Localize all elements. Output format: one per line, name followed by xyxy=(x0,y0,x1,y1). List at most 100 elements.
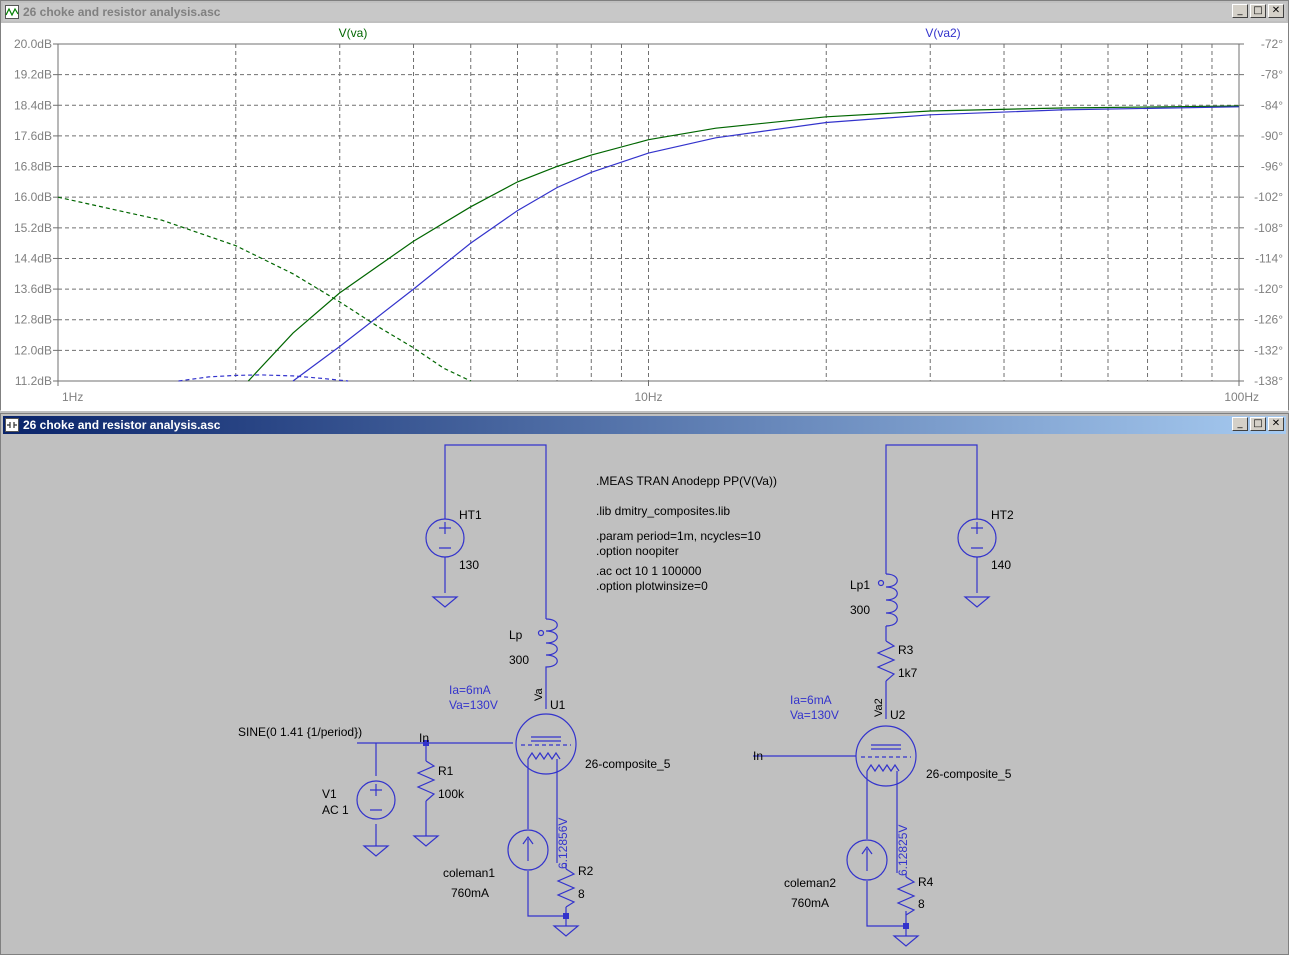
r2-value[interactable]: 8 xyxy=(578,887,585,901)
schematic-window-titlebar[interactable]: 26 choke and resistor analysis.asc _ □ ✕ xyxy=(3,416,1286,434)
u2-model[interactable]: 26-composite_5 xyxy=(926,767,1012,781)
u2-triode-tube[interactable] xyxy=(855,725,917,791)
directive-meas[interactable]: .MEAS TRAN Anodepp PP(V(Va)) xyxy=(596,474,777,488)
sine-source-spec[interactable]: SINE(0 1.41 {1/period}) xyxy=(238,725,362,739)
trace-vva2-magnitude xyxy=(292,106,1240,382)
r2-label[interactable]: R2 xyxy=(578,864,594,878)
right-axis-ticks: -72°-78°-84°-90°-96°-102°-108°-114°-120°… xyxy=(1239,37,1283,388)
r2-node-junction xyxy=(563,913,569,919)
lp-label[interactable]: Lp xyxy=(509,628,523,642)
ht2-voltage-source[interactable] xyxy=(957,518,997,558)
r4-resistor[interactable] xyxy=(896,876,916,916)
ground-r1 xyxy=(412,835,440,847)
r1-label[interactable]: R1 xyxy=(438,764,454,778)
y-left-tick-label: 16.0dB xyxy=(14,190,52,204)
spice-directives: .MEAS TRAN Anodepp PP(V(Va)) .lib dmitry… xyxy=(596,474,777,593)
plot-window[interactable]: 26 choke and resistor analysis.asc _ □ ✕… xyxy=(0,0,1289,411)
u1-bias-annotation-voltage[interactable]: Va=130V xyxy=(449,698,498,712)
u1-bias-annotation-current[interactable]: Ia=6mA xyxy=(449,683,491,697)
lp-inductor[interactable] xyxy=(537,618,558,671)
u1-model[interactable]: 26-composite_5 xyxy=(585,757,671,771)
y-left-tick-label: 16.8dB xyxy=(14,160,52,174)
legend-va[interactable]: V(va) xyxy=(339,26,368,40)
coleman2-current-source[interactable] xyxy=(846,839,888,881)
r1-resistor[interactable] xyxy=(416,760,436,802)
coleman1-current-source[interactable] xyxy=(507,829,549,871)
bode-plot[interactable]: 20.0dB19.2dB18.4dB17.6dB16.8dB16.0dB15.2… xyxy=(1,23,1288,411)
r2-resistor[interactable] xyxy=(556,868,576,908)
y-left-tick-label: 15.2dB xyxy=(14,221,52,235)
u1-triode-tube[interactable] xyxy=(515,713,577,781)
schematic-canvas[interactable]: HT1 130 Lp 300 Va Ia=6mA Va=130V U1 2 xyxy=(3,436,1288,954)
plot-background xyxy=(1,23,1288,411)
net-label-in-1[interactable]: In xyxy=(419,731,429,745)
cathode-voltage-u1[interactable]: 6.12856V xyxy=(556,818,570,869)
u2-label[interactable]: U2 xyxy=(890,708,906,722)
y-right-tick-label: -132° xyxy=(1254,343,1283,357)
coleman1-value[interactable]: 760mA xyxy=(451,886,489,900)
lp1-value[interactable]: 300 xyxy=(850,603,870,617)
maximize-button[interactable]: □ xyxy=(1250,4,1266,18)
ground-v1 xyxy=(362,845,390,857)
y-right-tick-label: -114° xyxy=(1255,251,1283,265)
ground-ht1 xyxy=(431,596,459,608)
minimize-button[interactable]: _ xyxy=(1232,4,1248,18)
minimize-button[interactable]: _ xyxy=(1232,417,1248,431)
r4-value[interactable]: 8 xyxy=(918,897,925,911)
y-right-tick-label: -96° xyxy=(1261,160,1283,174)
net-label-va[interactable]: Va xyxy=(533,687,545,701)
net-label-in-2[interactable]: In xyxy=(753,749,763,763)
lp1-inductor[interactable] xyxy=(877,573,898,627)
y-left-tick-label: 11.2dB xyxy=(15,374,52,388)
v1-value[interactable]: AC 1 xyxy=(322,803,349,817)
coleman2-value[interactable]: 760mA xyxy=(791,896,829,910)
ht2-value[interactable]: 140 xyxy=(991,558,1011,572)
u2-bias-annotation-current[interactable]: Ia=6mA xyxy=(790,693,832,707)
v1-label[interactable]: V1 xyxy=(322,787,337,801)
r3-resistor[interactable] xyxy=(876,640,896,682)
r4-node-junction xyxy=(903,923,909,929)
net-label-va2[interactable]: Va2 xyxy=(873,698,885,717)
x-tick-label: 1Hz xyxy=(62,390,83,404)
y-right-tick-label: -120° xyxy=(1254,282,1283,296)
ground-ht2 xyxy=(963,596,991,608)
schematic-window-title: 26 choke and resistor analysis.asc xyxy=(23,418,221,432)
y-right-tick-label: -126° xyxy=(1254,313,1283,327)
ht1-voltage-source[interactable] xyxy=(425,518,465,558)
schematic-icon xyxy=(5,418,19,432)
plot-grid xyxy=(58,44,1239,381)
directive-ac[interactable]: .ac oct 10 1 100000 xyxy=(596,564,702,578)
lp1-label[interactable]: Lp1 xyxy=(850,578,870,592)
cathode-voltage-u2[interactable]: 6.12825V xyxy=(896,825,910,876)
u1-label[interactable]: U1 xyxy=(550,698,566,712)
ht1-label[interactable]: HT1 xyxy=(459,508,482,522)
directive-param[interactable]: .param period=1m, ncycles=10 xyxy=(596,529,761,543)
u2-bias-annotation-voltage[interactable]: Va=130V xyxy=(790,708,839,722)
ht2-label[interactable]: HT2 xyxy=(991,508,1014,522)
y-left-tick-label: 13.6dB xyxy=(14,282,52,296)
y-left-tick-label: 19.2dB xyxy=(14,68,52,82)
r3-value[interactable]: 1k7 xyxy=(898,666,918,680)
coleman2-label[interactable]: coleman2 xyxy=(784,876,836,890)
directive-option-noopiter[interactable]: .option noopiter xyxy=(596,544,679,558)
coleman1-label[interactable]: coleman1 xyxy=(443,866,495,880)
legend-va2[interactable]: V(va2) xyxy=(925,26,960,40)
ground-r2 xyxy=(552,925,580,937)
maximize-button[interactable]: □ xyxy=(1250,417,1266,431)
y-left-tick-label: 12.0dB xyxy=(14,343,52,357)
r1-value[interactable]: 100k xyxy=(438,787,465,801)
r3-label[interactable]: R3 xyxy=(898,643,914,657)
ht1-value[interactable]: 130 xyxy=(459,558,479,572)
input-node-junction xyxy=(423,740,429,746)
v1-voltage-source[interactable] xyxy=(356,780,396,820)
close-button[interactable]: ✕ xyxy=(1268,417,1284,431)
schematic-window[interactable]: 26 choke and resistor analysis.asc _ □ ✕ xyxy=(0,413,1289,955)
directive-option-plotwinsize[interactable]: .option plotwinsize=0 xyxy=(596,579,708,593)
close-button[interactable]: ✕ xyxy=(1268,4,1284,18)
y-right-tick-label: -102° xyxy=(1254,190,1283,204)
r4-label[interactable]: R4 xyxy=(918,875,934,889)
plot-window-titlebar[interactable]: 26 choke and resistor analysis.asc _ □ ✕ xyxy=(3,3,1286,21)
directive-lib[interactable]: .lib dmitry_composites.lib xyxy=(596,504,730,518)
lp-value[interactable]: 300 xyxy=(509,653,529,667)
